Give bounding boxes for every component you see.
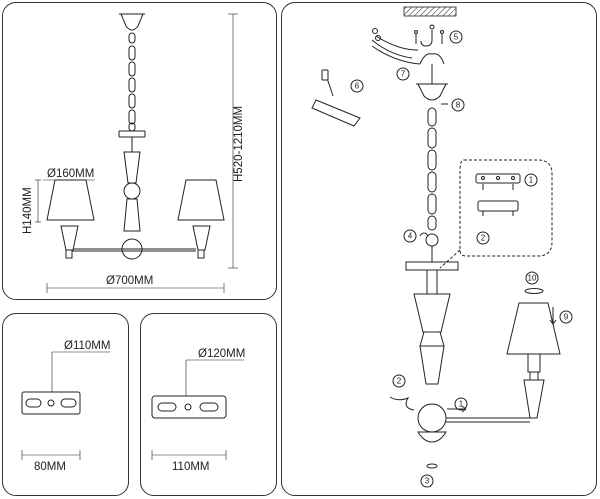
- step-markers: 1 2 1 2 3 4 5 6 7 8 9 10: [350, 30, 573, 488]
- hook-icon: [420, 30, 433, 47]
- shade-diameter-label: Ø160MM: [47, 168, 94, 180]
- dimension-lines: [35, 13, 238, 293]
- mount-large-width-label: 110MM: [172, 461, 210, 473]
- installation-drawing: [311, 6, 561, 469]
- chandelier-drawing: [46, 13, 225, 260]
- step-2-wire-marker: 2: [397, 377, 402, 386]
- chain: [128, 32, 136, 132]
- step-3-marker: 3: [425, 477, 430, 486]
- step-5-marker: 5: [454, 33, 459, 42]
- shade-height-label: H140MM: [22, 187, 34, 234]
- step-6-marker: 6: [355, 82, 360, 91]
- mount-large-diameter-label: Ø120MM: [198, 348, 245, 360]
- total-height-label: H520-1210MM: [233, 106, 245, 182]
- mount-plate-small-drawing: [21, 351, 110, 460]
- step-7-marker: 7: [401, 70, 406, 79]
- mount-small-width-label: 80MM: [34, 461, 66, 473]
- mount-small-diameter-label: Ø110MM: [64, 340, 110, 352]
- mount-plate-large-drawing: [151, 359, 244, 460]
- step-2-marker: 2: [481, 234, 486, 243]
- step-9-marker: 9: [564, 313, 569, 322]
- step-10-marker: 10: [528, 274, 537, 283]
- ceiling-hatch: [403, 6, 457, 17]
- step-1-marker: 1: [529, 176, 534, 185]
- step-4-marker: 4: [408, 232, 413, 241]
- lamp-shade: [506, 302, 561, 355]
- total-diameter-label: Ø700MM: [106, 275, 153, 287]
- step-8-marker: 8: [456, 101, 461, 110]
- step-1-arm-marker: 1: [459, 400, 464, 409]
